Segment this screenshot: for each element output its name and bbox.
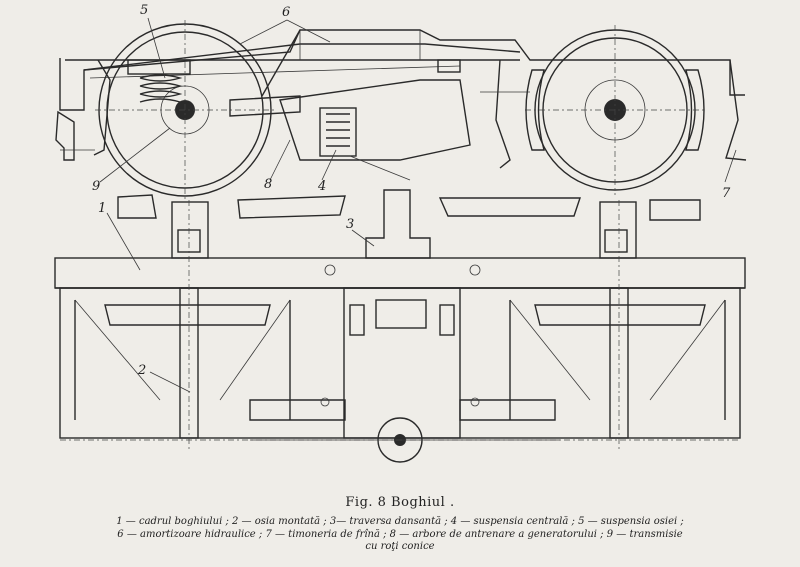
callout-label: 6 [282, 5, 290, 20]
callout-7: 7 [722, 149, 737, 201]
callout-2: 2 [137, 363, 191, 393]
callout-label: 5 [140, 3, 148, 18]
callout-label: 7 [722, 186, 731, 201]
figure-legend: 1 — cadrul boghiului ; 2 — osia montată … [0, 516, 800, 554]
callout-label: 4 [317, 179, 326, 194]
callout-label: 8 [264, 177, 272, 192]
callout-8: 8 [264, 139, 291, 192]
right-wheel [525, 25, 705, 195]
axle-suspension-spring [127, 59, 191, 103]
legend-line: 1 — cadrul boghiului ; 2 — osia montată … [116, 516, 684, 527]
callout-4: 4 [317, 149, 337, 194]
callout-6: 6 [239, 5, 331, 45]
legend-line: cu roţi conice [365, 541, 435, 552]
callout-9: 9 [92, 127, 171, 194]
figure-caption: Fig. 8 Boghiul . 1 — cadrul boghiului ; … [0, 495, 800, 554]
bogie-technical-drawing: 5 6 9 8 4 7 1 3 [54, 3, 747, 463]
plan-view [54, 189, 746, 463]
callout-1: 1 [98, 201, 141, 271]
side-elevation-view [55, 20, 747, 200]
central-suspension-area [229, 29, 471, 181]
callout-label: 9 [92, 179, 100, 194]
figure-title: Fig. 8 Boghiul . [345, 495, 455, 510]
left-wheel [95, 20, 275, 200]
callout-label: 1 [98, 201, 106, 216]
callout-3: 3 [346, 217, 375, 247]
callout-label: 3 [346, 217, 354, 232]
callout-label: 2 [137, 363, 146, 378]
legend-line: 6 — amortizoare hidraulice ; 7 — timoner… [117, 528, 683, 540]
callout-5: 5 [140, 3, 166, 79]
